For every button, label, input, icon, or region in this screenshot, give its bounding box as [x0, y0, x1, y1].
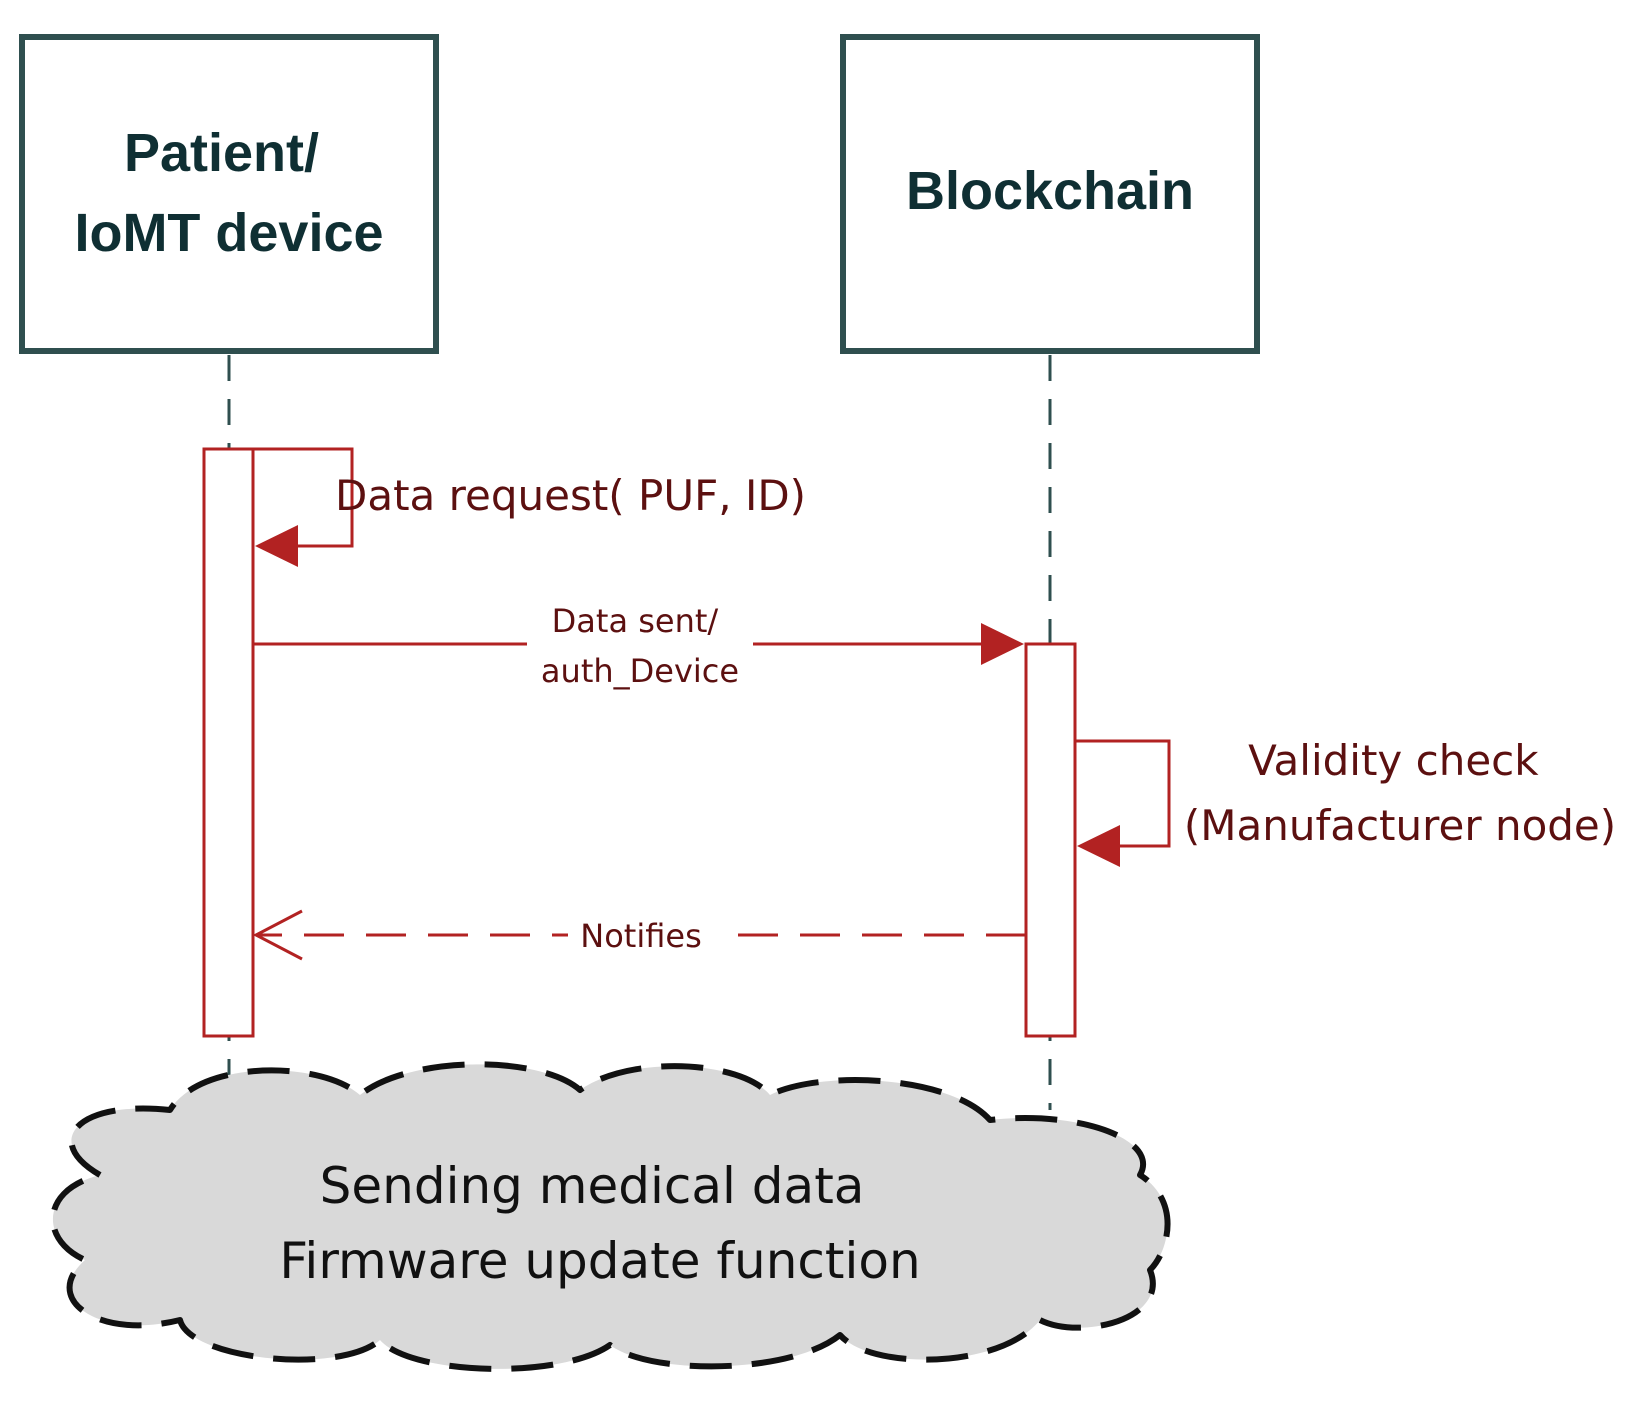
- message-data-request-label: Data request( PUF, ID): [335, 471, 806, 520]
- message-validity-check-label: Validity check (Manufacturer node): [1184, 736, 1616, 850]
- message-notifies-arrowhead: [252, 909, 303, 961]
- participant-blockchain-box: [840, 34, 1260, 354]
- participant-blockchain-label-line-1: Blockchain: [906, 161, 1194, 221]
- message-data-request-line: [253, 447, 354, 548]
- participant-blockchain-label: Blockchain: [906, 161, 1194, 221]
- message-notifies-label-background: [568, 910, 718, 958]
- participant-patient-label-line-2: IoMT device: [74, 203, 383, 263]
- participant-patient: Patient/ IoMT device: [19, 34, 439, 354]
- message-data-sent-label: Data sent/ auth_Device: [541, 602, 739, 690]
- activation-patient: [202, 447, 255, 1038]
- message-validity-check: Validity check (Manufacturer node): [1075, 736, 1616, 867]
- message-validity-check-label-line-2: (Manufacturer node): [1184, 801, 1616, 850]
- cloud-label: Sending medical data Firmware update fun…: [279, 1157, 920, 1290]
- message-data-request-label-line-1: Data request( PUF, ID): [335, 471, 806, 520]
- message-data-sent-arrowhead: [981, 623, 1024, 665]
- message-data-sent-label-line-1: Data sent/: [552, 602, 719, 640]
- participant-patient-label-line-1: Patient/: [124, 123, 319, 183]
- message-notifies: Notifies: [252, 909, 1026, 961]
- message-data-sent-label-line-2: auth_Device: [541, 652, 739, 690]
- cloud-label-line-2: Firmware update function: [279, 1232, 920, 1290]
- message-validity-check-label-line-1: Validity check: [1248, 736, 1539, 785]
- message-notifies-label: Notifies: [580, 917, 701, 955]
- message-notifies-label-line-1: Notifies: [580, 917, 701, 955]
- message-data-sent: Data sent/ auth_Device: [253, 596, 1024, 694]
- participant-blockchain: Blockchain: [840, 34, 1260, 354]
- cloud-shape: [49, 1061, 1171, 1372]
- participant-patient-label: Patient/ IoMT device: [74, 123, 383, 263]
- message-data-sent-label-background: [527, 596, 753, 694]
- cloud-label-line-1: Sending medical data: [320, 1157, 865, 1215]
- cloud-note: Sending medical data Firmware update fun…: [49, 1061, 1171, 1372]
- participant-patient-box: [19, 34, 439, 354]
- message-data-request: Data request( PUF, ID): [253, 447, 806, 567]
- activation-blockchain: [1024, 642, 1077, 1038]
- message-validity-check-line: [1075, 739, 1171, 848]
- message-data-request-arrowhead: [255, 525, 298, 567]
- message-validity-check-arrowhead: [1077, 825, 1120, 867]
